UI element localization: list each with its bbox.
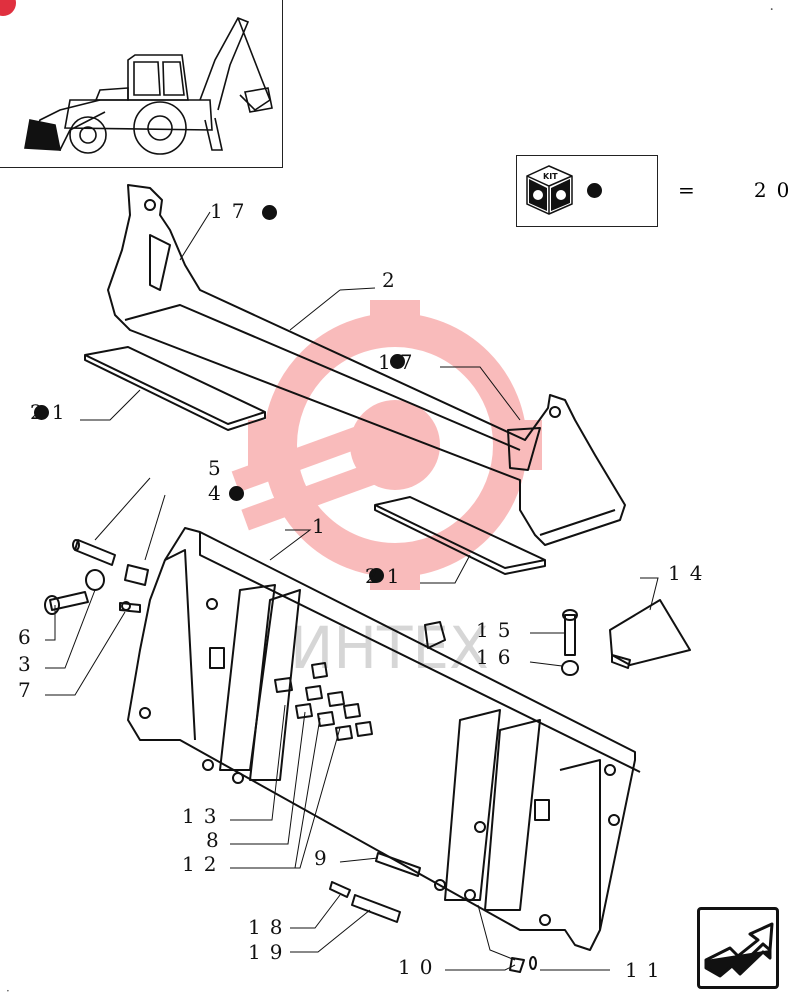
callout-13: 13 xyxy=(182,804,226,828)
machine-thumbnail-frame xyxy=(0,0,283,168)
corner-mark: · xyxy=(769,2,774,18)
callout-4-kit-bullet xyxy=(229,486,244,501)
callout-6: 6 xyxy=(18,625,40,649)
svg-text:KIT: KIT xyxy=(543,172,558,181)
callout-17-upper-kit-bullet xyxy=(262,205,277,220)
callout-16: 16 xyxy=(476,645,520,669)
callout-21-lower-kit-bullet xyxy=(369,568,384,583)
callout-7: 7 xyxy=(18,678,40,702)
wear-strip-left xyxy=(84,346,266,425)
corner-mark-bottom: · xyxy=(6,984,10,998)
backhoe-loader-icon xyxy=(24,16,273,155)
next-page-arrow-icon xyxy=(704,922,774,978)
callout-8: 8 xyxy=(206,828,228,852)
callout-4: 4 xyxy=(208,481,230,505)
kit-quantity: = 20 xyxy=(678,178,788,202)
callout-17-lower-kit-bullet xyxy=(390,354,405,369)
kit-legend-box: KIT xyxy=(516,155,658,227)
callout-14: 14 xyxy=(668,561,712,585)
callout-21-upper-kit-bullet xyxy=(34,405,49,420)
kit-equals: = xyxy=(678,178,705,202)
callout-19: 19 xyxy=(248,940,292,964)
callout-17-lower: 17 xyxy=(378,350,422,374)
callout-21-upper: 21 xyxy=(30,400,74,424)
callout-3: 3 xyxy=(18,652,40,676)
callout-10: 10 xyxy=(398,955,442,979)
kit-bullet xyxy=(587,183,602,198)
bucket-frame xyxy=(127,527,636,951)
kit-box-icon: KIT xyxy=(522,162,577,217)
page-badge-icon xyxy=(0,0,16,16)
callout-15: 15 xyxy=(476,618,520,642)
callout-5: 5 xyxy=(208,456,230,480)
next-page-button[interactable] xyxy=(697,907,779,989)
callout-11: 11 xyxy=(625,958,669,982)
callout-1: 1 xyxy=(312,514,334,538)
callout-21-lower: 21 xyxy=(365,564,409,588)
callout-18: 18 xyxy=(248,915,292,939)
callout-12: 12 xyxy=(182,852,226,876)
bucket-shell-upper xyxy=(107,184,626,546)
callout-2: 2 xyxy=(382,268,404,292)
kit-value: 20 xyxy=(753,178,788,202)
callout-17-upper: 17 xyxy=(210,199,254,223)
callout-9: 9 xyxy=(314,846,336,870)
